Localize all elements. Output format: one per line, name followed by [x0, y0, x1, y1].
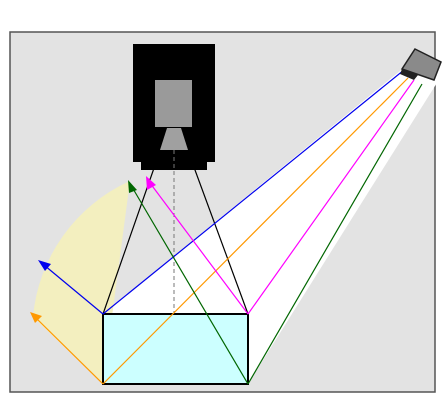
camera-view-line-right: [187, 150, 249, 315]
incident-ray-green: [247, 83, 423, 385]
projector-lens: [400, 69, 418, 80]
reflected-ray-magenta-arrowhead: [146, 176, 156, 190]
camera-sensor: [155, 80, 192, 127]
projector-icon: [400, 48, 442, 81]
incident-ray-magenta: [247, 79, 415, 315]
object-box: [102, 313, 249, 385]
reflected-ray-green-arrowhead: [128, 180, 137, 193]
reflected-ray-magenta: [149, 182, 249, 315]
camera-view-line-left: [102, 150, 161, 315]
reflected-ray-blue: [43, 264, 104, 315]
reflected-ray-green: [131, 186, 249, 385]
camera-lens: [160, 128, 188, 150]
projector-body: [400, 48, 442, 81]
reflected-ray-orange-arrowhead: [30, 312, 42, 323]
incident-ray-orange: [102, 77, 409, 385]
reflected-ray-blue-arrowhead: [38, 260, 51, 271]
camera-icon: [133, 44, 215, 314]
incident-ray-blue: [102, 69, 405, 315]
reflected-ray-orange: [34, 316, 104, 385]
projection-beam: [103, 66, 444, 384]
